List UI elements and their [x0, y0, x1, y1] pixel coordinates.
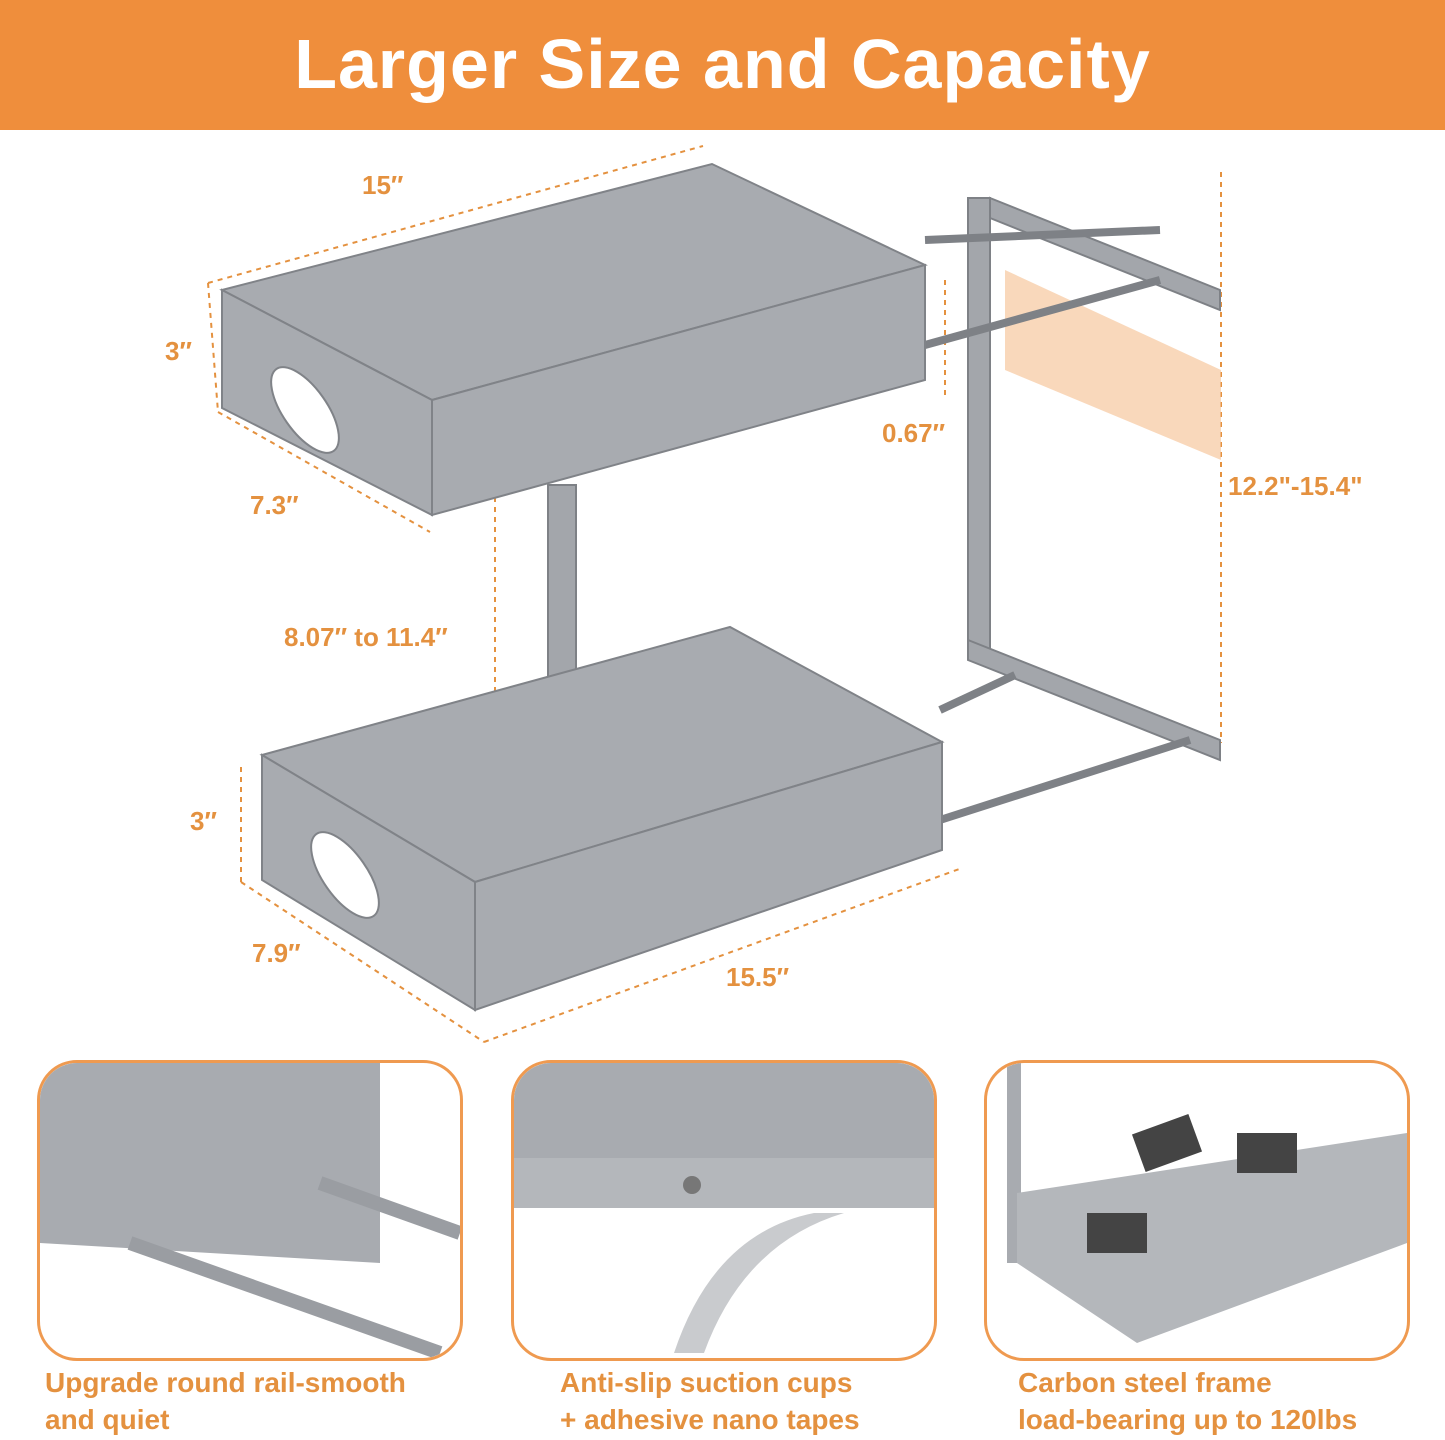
- height-highlight: [1005, 270, 1221, 460]
- caption-line: and quiet: [45, 1404, 170, 1435]
- caption-line: Anti-slip suction cups: [560, 1367, 853, 1398]
- caption-line: load-bearing up to 120lbs: [1018, 1404, 1358, 1435]
- suction-cup-detail-image: [511, 1060, 937, 1361]
- top-depth-label: 7.3″: [250, 490, 299, 520]
- feature-caption-rail: Upgrade round rail-smooth and quiet: [45, 1364, 406, 1438]
- feature-caption-frame: Carbon steel frame load-bearing up to 120…: [1018, 1364, 1357, 1438]
- rail-detail-image: [37, 1060, 463, 1361]
- caption-line: Upgrade round rail-smooth: [45, 1367, 406, 1398]
- caption-line: + adhesive nano tapes: [560, 1404, 860, 1435]
- shelf-illustration: [207, 145, 1222, 1043]
- bottom-height-label: 3″: [190, 806, 217, 836]
- hole-spacing-label: 0.67″: [882, 418, 946, 448]
- bottom-shelf: [259, 625, 945, 1012]
- caption-line: Carbon steel frame: [1018, 1367, 1272, 1398]
- top-height-label: 3″: [165, 336, 192, 366]
- top-shelf: [219, 162, 928, 517]
- bottom-length-label: 15.5″: [726, 962, 790, 992]
- bottom-depth-label: 7.9″: [252, 938, 301, 968]
- top-length-label: 15″: [362, 170, 404, 200]
- load-bearing-detail-image: [984, 1060, 1410, 1361]
- shelf-gap-label: 8.07″ to 11.4″: [284, 622, 448, 652]
- feature-caption-suction: Anti-slip suction cups + adhesive nano ta…: [560, 1364, 860, 1438]
- title-banner: Larger Size and Capacity: [0, 0, 1445, 130]
- page-title: Larger Size and Capacity: [294, 25, 1151, 103]
- total-height-label: 12.2"-15.4": [1228, 471, 1363, 501]
